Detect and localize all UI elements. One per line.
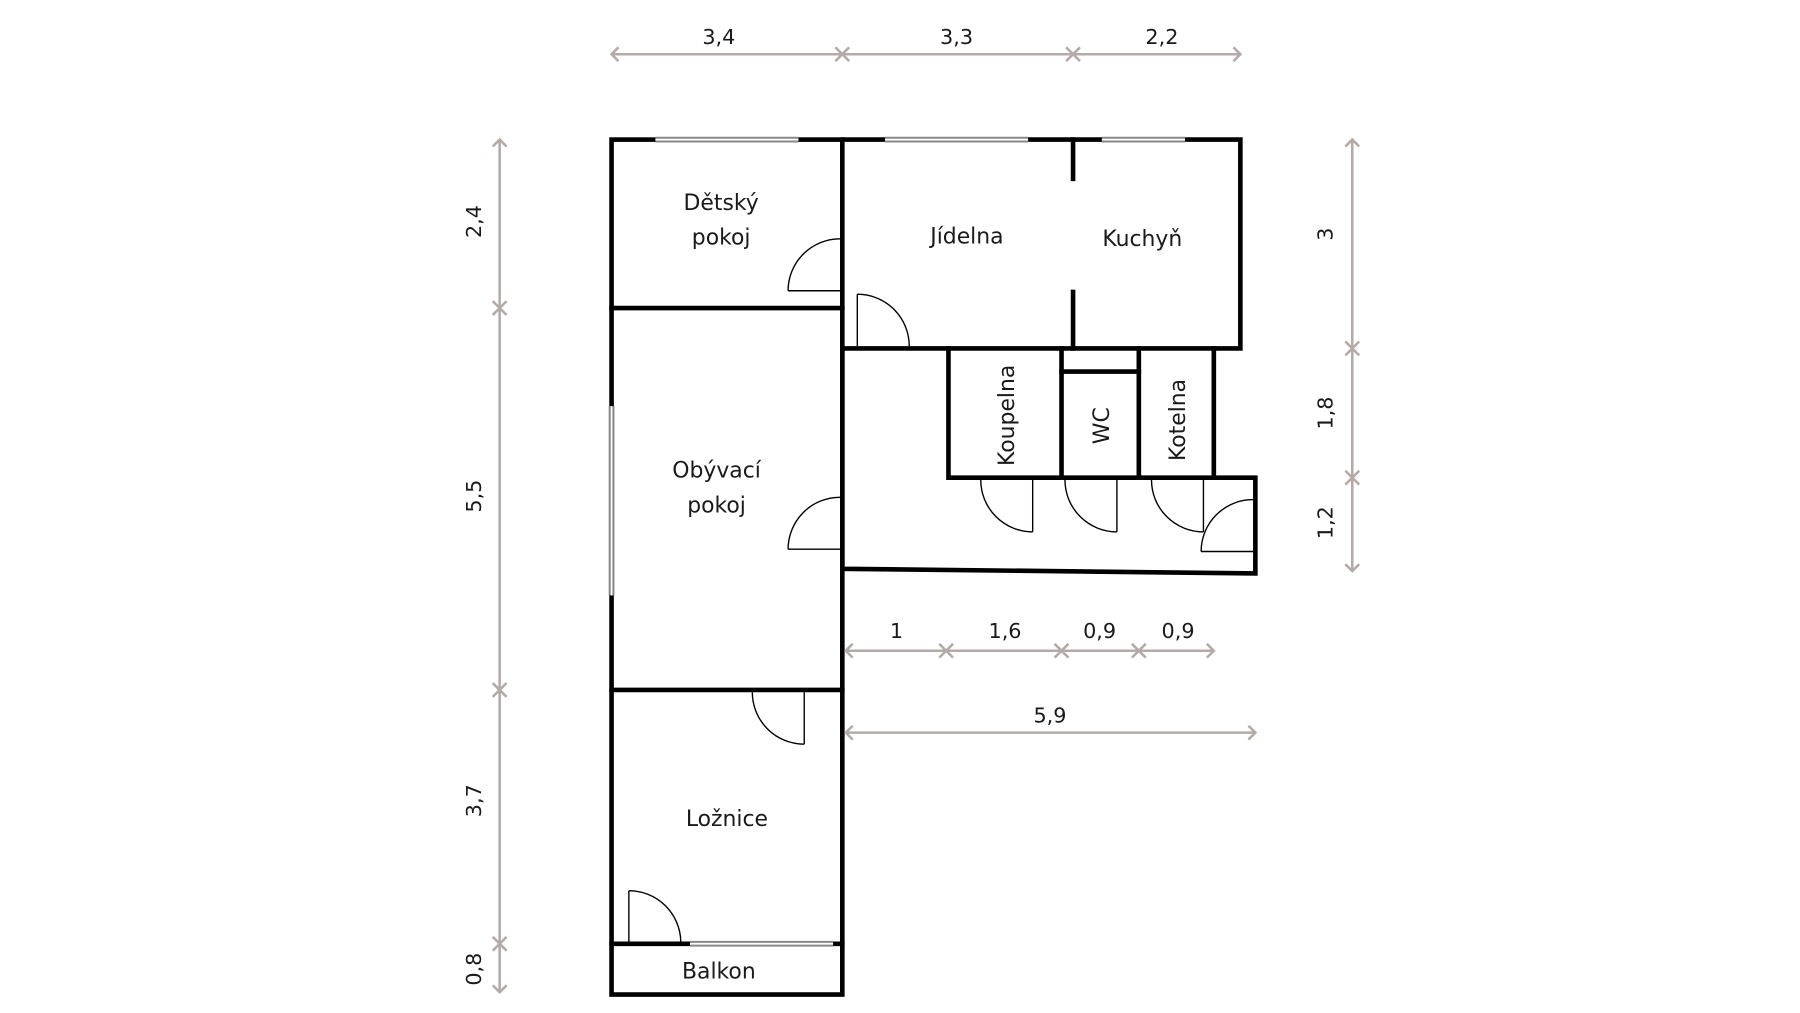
room-labels: Dětský pokoj Jídelna Kuchyň Koupelna WC … [672, 191, 1191, 984]
room-label-kotelna: Kotelna [1166, 379, 1191, 461]
room-label-detsky-pokoj-2: pokoj [692, 226, 751, 251]
dim-label-right-1: 3 [1314, 228, 1338, 241]
doors [628, 238, 1254, 942]
dim-label-right-2: 1,8 [1314, 397, 1338, 430]
room-label-loznice: Ložnice [686, 807, 768, 832]
dim-line-left-4 [491, 941, 508, 995]
dimension-lines [491, 46, 1361, 995]
dim-label-hall-4: 0,9 [1162, 619, 1195, 643]
dim-line-hall-total [843, 724, 1258, 741]
dim-line-left-3 [491, 688, 508, 946]
dim-line-top-2 [840, 46, 1075, 63]
dim-line-right-3 [1344, 475, 1361, 573]
dim-label-left-4: 0,8 [462, 953, 486, 986]
dim-line-hall-2 [944, 642, 1064, 659]
dimension-labels: 3,4 3,3 2,2 2,4 5,5 3,7 0,8 3 1,8 1,2 1 … [462, 25, 1337, 986]
dim-line-left-1 [491, 137, 508, 310]
walls [609, 137, 1258, 997]
dim-label-left-1: 2,4 [462, 205, 486, 238]
room-label-obyvaci-pokoj-2: pokoj [687, 493, 746, 518]
dim-label-hall-3: 0,9 [1083, 619, 1116, 643]
dim-label-top-1: 3,4 [702, 25, 735, 49]
dim-line-left-2 [491, 306, 508, 692]
room-label-kuchyn: Kuchyň [1102, 227, 1182, 252]
dim-line-hall-1 [843, 642, 948, 659]
room-label-balkon: Balkon [682, 959, 756, 984]
room-label-jidelna: Jídelna [928, 224, 1003, 249]
room-label-koupelna: Koupelna [995, 365, 1020, 466]
dim-line-hall-3 [1059, 642, 1141, 659]
dim-line-top-1 [609, 46, 845, 63]
windows [608, 136, 1185, 947]
dim-label-top-2: 3,3 [940, 25, 973, 49]
dim-line-hall-4 [1137, 642, 1216, 659]
dim-line-right-2 [1344, 346, 1361, 480]
room-label-wc: WC [1090, 407, 1115, 444]
dim-label-hall-1: 1 [890, 619, 903, 643]
dim-line-right-1 [1344, 137, 1361, 351]
dim-label-left-3: 3,7 [462, 784, 486, 817]
dim-line-top-3 [1071, 46, 1243, 63]
room-label-detsky-pokoj-1: Dětský [684, 191, 759, 216]
dim-label-hall-2: 1,6 [988, 619, 1021, 643]
dim-label-right-3: 1,2 [1314, 506, 1338, 539]
room-label-obyvaci-pokoj-1: Obývací [672, 459, 762, 484]
dim-label-top-3: 2,2 [1145, 25, 1178, 49]
dim-label-left-2: 5,5 [462, 480, 486, 513]
dim-label-hall-total: 5,9 [1033, 703, 1066, 727]
